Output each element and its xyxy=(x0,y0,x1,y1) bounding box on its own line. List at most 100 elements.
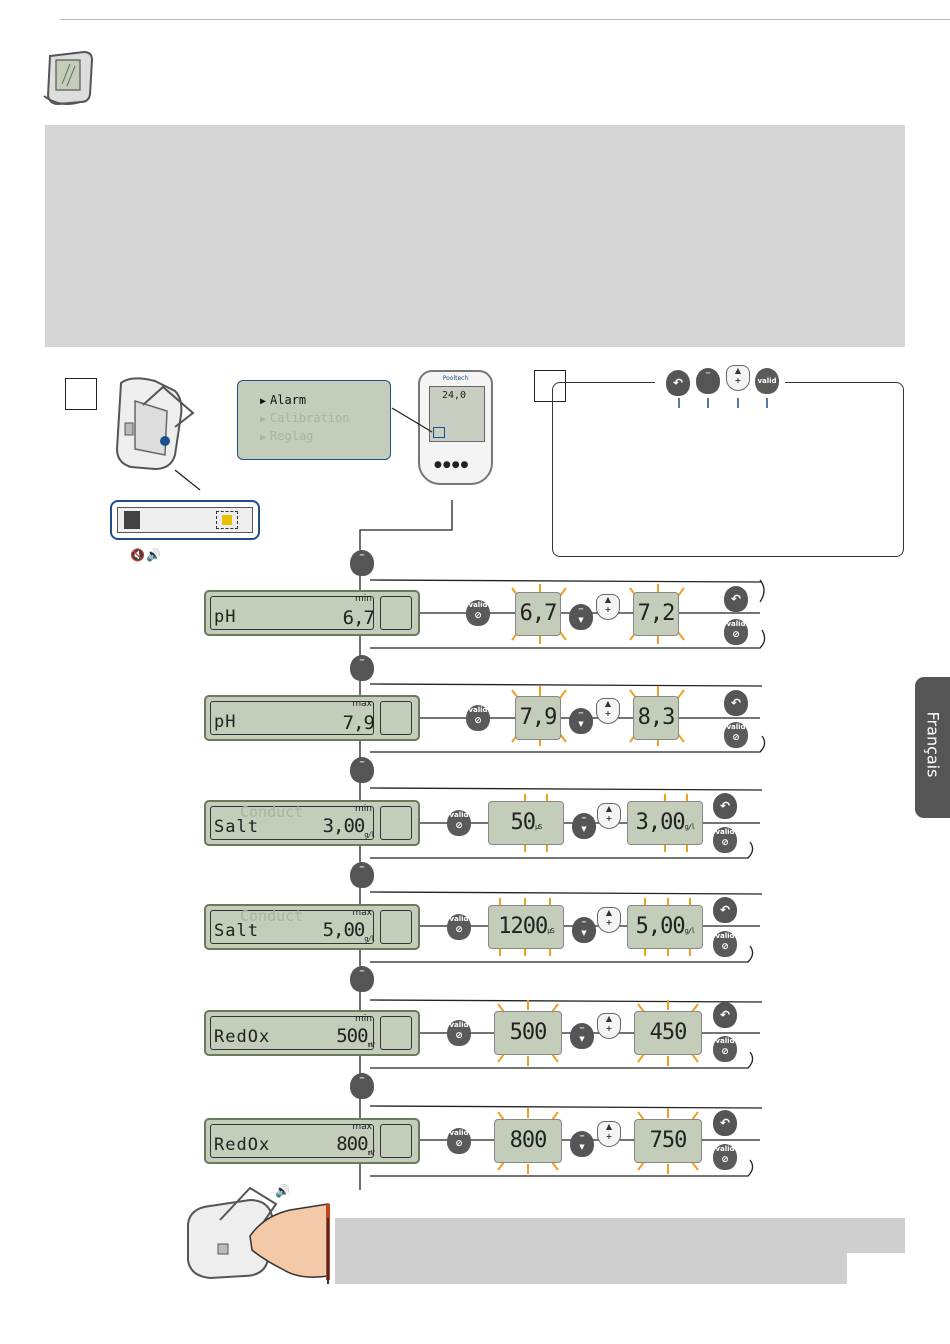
lcd-param: pH xyxy=(214,607,237,627)
step-box-1 xyxy=(65,378,97,410)
plus-button[interactable]: ▲+ xyxy=(597,803,621,829)
flow-minus-button-1[interactable]: − xyxy=(350,550,374,576)
back-button[interactable]: ↶ xyxy=(713,897,737,923)
valid-button[interactable]: valid⊘ xyxy=(724,722,748,748)
hand-device-image xyxy=(187,1186,330,1280)
menu-item-reglag[interactable]: ▶Reglag xyxy=(260,429,314,443)
sensor-icon xyxy=(380,806,412,840)
remote-screen: 24,0 xyxy=(429,386,485,442)
lcd-value: 7,9 xyxy=(342,712,375,734)
minus-button[interactable]: −▼ xyxy=(572,917,596,943)
setpoint-display-current: 7,9 xyxy=(515,696,561,740)
header-rule xyxy=(60,19,950,20)
setpoint-display-new: 750 xyxy=(634,1119,702,1163)
lcd-param: Salt xyxy=(214,921,259,941)
plus-button[interactable]: ▲+ xyxy=(597,1121,621,1147)
sound-switch-panel xyxy=(110,500,260,540)
setpoint-display-current: 1200µS xyxy=(488,905,564,949)
lcd-limit: min xyxy=(355,804,372,814)
lcd-limit: max xyxy=(352,1122,372,1132)
instruction-box xyxy=(45,125,905,347)
lcd-row-5: RedOx min 500mV xyxy=(204,1010,420,1056)
footer-rule xyxy=(327,1218,329,1284)
setpoint-display-new: 3,00g/l xyxy=(627,801,703,845)
flow-minus-button-5[interactable]: − xyxy=(350,966,374,992)
valid-button[interactable]: valid⊘ xyxy=(713,827,737,853)
sensor-icon xyxy=(380,910,412,944)
minus-button[interactable]: −▼ xyxy=(569,604,593,630)
lcd-param: RedOx xyxy=(214,1027,271,1047)
switch-slider-mute[interactable] xyxy=(124,511,140,529)
back-button[interactable]: ↶ xyxy=(713,1002,737,1028)
valid-button[interactable]: valid⊘ xyxy=(713,1144,737,1170)
menu-item-calibration[interactable]: ▶Calibration xyxy=(260,411,350,425)
back-button[interactable]: ↶ xyxy=(713,793,737,819)
minus-button[interactable]: −▼ xyxy=(570,1131,594,1157)
sensor-icon xyxy=(380,1124,412,1158)
back-button[interactable]: ↶ xyxy=(724,690,748,716)
valid-button[interactable]: valid⊘ xyxy=(447,810,471,836)
lcd-ghost-label: Conduct xyxy=(240,803,304,821)
minus-button[interactable]: −▼ xyxy=(572,813,596,839)
device-icon xyxy=(43,50,94,106)
language-tab-label: Français xyxy=(923,711,943,778)
arrow-icon xyxy=(222,515,232,525)
back-button[interactable]: ↶ xyxy=(666,370,690,396)
minus-button[interactable]: − xyxy=(696,368,720,394)
lcd-row-1: pH min 6,7 xyxy=(204,590,420,636)
sensor-icon xyxy=(380,701,412,735)
plus-button[interactable]: ▲+ xyxy=(596,594,620,620)
flow-minus-button-4[interactable]: − xyxy=(350,862,374,888)
lcd-param: Salt xyxy=(214,817,259,837)
plus-button[interactable]: ▲+ xyxy=(596,698,620,724)
setpoint-display-current: 50µS xyxy=(488,801,564,845)
step-box-2 xyxy=(534,370,566,402)
valid-button[interactable]: valid⊘ xyxy=(466,705,490,731)
switch-slider-sound[interactable] xyxy=(216,511,238,529)
remote-display-value: 24,0 xyxy=(442,390,467,401)
lcd-param: RedOx xyxy=(214,1135,271,1155)
back-button[interactable]: ↶ xyxy=(724,586,748,612)
valid-button[interactable]: valid⊘ xyxy=(713,931,737,957)
flow-minus-button-2[interactable]: − xyxy=(350,655,374,681)
flow-minus-button-3[interactable]: − xyxy=(350,757,374,783)
footer-note-box xyxy=(335,1218,905,1253)
plus-button[interactable]: ▲+ xyxy=(597,1013,621,1039)
plus-button[interactable]: ▲+ xyxy=(726,365,750,391)
remote-alarm-indicator xyxy=(433,427,445,438)
setpoint-display-current: 500 xyxy=(494,1011,562,1055)
back-button[interactable]: ↶ xyxy=(713,1110,737,1136)
lcd-param: pH xyxy=(214,712,237,732)
menu-item-alarm[interactable]: ▶Alarm xyxy=(260,393,307,407)
valid-button[interactable]: valid⊘ xyxy=(466,600,490,626)
lcd-value: 6,7 xyxy=(342,607,375,629)
minus-button[interactable]: −▼ xyxy=(570,1023,594,1049)
footer-note-box-lower xyxy=(335,1253,847,1284)
language-tab[interactable]: Français xyxy=(915,677,950,818)
lcd-limit: max xyxy=(352,908,372,918)
valid-button[interactable]: valid⊘ xyxy=(447,1128,471,1154)
lcd-value: 500mV xyxy=(336,1025,375,1049)
valid-button[interactable]: valid⊘ xyxy=(724,619,748,645)
setpoint-display-new: 5,00g/l xyxy=(627,905,703,949)
sensor-icon xyxy=(380,596,412,630)
menu-popup: ▶Alarm ▶Calibration ▶Reglag xyxy=(237,380,391,460)
setpoint-display-new: 8,3 xyxy=(633,696,679,740)
valid-button[interactable]: valid xyxy=(755,368,779,394)
lcd-row-4: Conduct Salt max 5,00g/l xyxy=(204,904,420,950)
lcd-value: 800mV xyxy=(336,1133,375,1157)
lcd-ghost-label: Conduct xyxy=(240,907,304,925)
valid-button[interactable]: valid⊘ xyxy=(447,914,471,940)
valid-button[interactable]: valid⊘ xyxy=(447,1020,471,1046)
setpoint-display-current: 6,7 xyxy=(515,592,561,636)
valid-button[interactable]: valid⊘ xyxy=(713,1036,737,1062)
speaker-icon: 🔊 xyxy=(146,548,161,562)
plus-button[interactable]: ▲+ xyxy=(597,907,621,933)
minus-button[interactable]: −▼ xyxy=(569,708,593,734)
flow-minus-button-6[interactable]: − xyxy=(350,1073,374,1099)
lcd-row-2: pH max 7,9 xyxy=(204,695,420,741)
remote-buttons: ●●●● xyxy=(434,460,470,470)
lcd-value: 3,00g/l xyxy=(322,815,375,839)
lcd-row-6: RedOx max 800mV xyxy=(204,1118,420,1164)
